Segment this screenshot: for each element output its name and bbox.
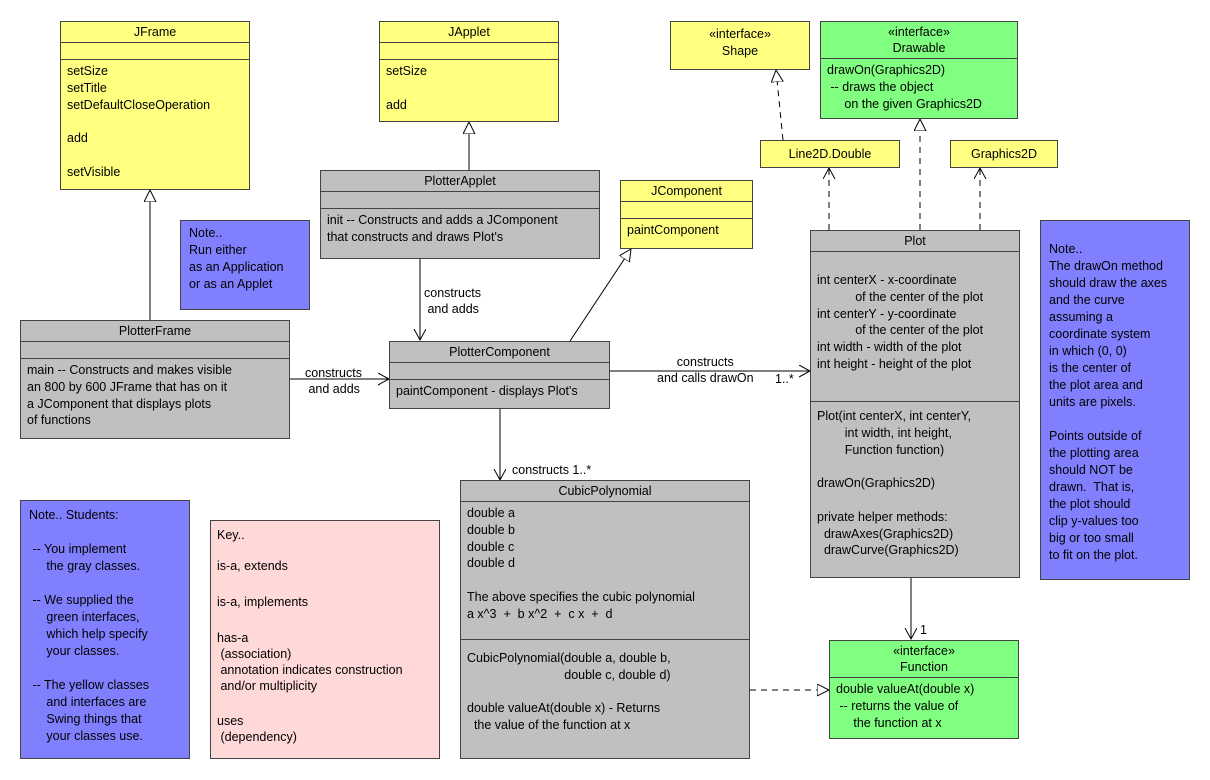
class-cubicpolynomial-methods: CubicPolynomial(double a, double b, doub… bbox=[467, 651, 671, 733]
class-cubicpolynomial[interactable]: CubicPolynomial double a double b double… bbox=[460, 480, 750, 759]
class-jcomponent-methods: paintComponent bbox=[627, 223, 719, 237]
label-component-constructs-cubic: constructs 1..* bbox=[512, 463, 592, 477]
class-plotterapplet-title: PlotterApplet bbox=[321, 171, 599, 192]
class-plotterapplet-methods: init -- Constructs and adds a JComponent… bbox=[327, 213, 558, 244]
key-implements-label: is-a, implements bbox=[217, 595, 308, 609]
interface-function-methods: double valueAt(double x) -- returns the … bbox=[836, 682, 975, 730]
class-plottercomponent-methods: paintComponent - displays Plot's bbox=[396, 384, 578, 398]
class-plotterapplet-attributes bbox=[321, 192, 599, 209]
edge-line2d-shape bbox=[776, 70, 783, 141]
key-extends-label: is-a, extends bbox=[217, 559, 288, 573]
interface-drawable-stereotype: «interface» bbox=[888, 25, 950, 39]
class-plottercomponent-title: PlotterComponent bbox=[390, 342, 609, 363]
class-jframe-methods: setSize setTitle setDefaultCloseOperatio… bbox=[67, 64, 211, 179]
class-japplet-methods: setSize add bbox=[386, 64, 427, 112]
class-jframe-attributes bbox=[61, 43, 249, 60]
class-graphics2d-title: Graphics2D bbox=[971, 147, 1037, 161]
label-applet-constructs: constructs and adds bbox=[424, 286, 481, 316]
interface-function-stereotype: «interface» bbox=[893, 644, 955, 658]
note-run-either: Note.. Run either as an Application or a… bbox=[180, 220, 310, 310]
class-cubicpolynomial-title: CubicPolynomial bbox=[461, 481, 749, 502]
class-jcomponent[interactable]: JComponent paintComponent bbox=[620, 180, 753, 249]
class-plot-title: Plot bbox=[811, 231, 1019, 252]
class-plotterframe[interactable]: PlotterFrame main -- Constructs and make… bbox=[20, 320, 290, 439]
class-plotterframe-methods: main -- Constructs and makes visible an … bbox=[27, 363, 232, 428]
class-jframe[interactable]: JFrame setSize setTitle setDefaultCloseO… bbox=[60, 21, 250, 190]
class-japplet-attributes bbox=[380, 43, 558, 60]
class-plotterapplet[interactable]: PlotterApplet init -- Constructs and add… bbox=[320, 170, 600, 259]
class-jframe-title: JFrame bbox=[61, 22, 249, 43]
class-plottercomponent-attributes bbox=[390, 363, 609, 380]
interface-shape-stereotype: «interface» bbox=[709, 27, 771, 41]
class-plot-fields: int centerX - x-coordinate of the center… bbox=[811, 252, 1019, 402]
key-hasa-label: has-a (association) annotation indicates… bbox=[217, 631, 403, 693]
note-drawon: Note.. The drawOn method should draw the… bbox=[1040, 220, 1190, 580]
class-line2d-double-title: Line2D.Double bbox=[788, 147, 872, 161]
interface-function[interactable]: «interface» Function double valueAt(doub… bbox=[829, 640, 1019, 739]
class-graphics2d[interactable]: Graphics2D bbox=[950, 140, 1058, 168]
class-plotterframe-title: PlotterFrame bbox=[21, 321, 289, 342]
interface-shape-title: Shape bbox=[721, 44, 759, 58]
interface-drawable-title: Drawable bbox=[892, 41, 946, 55]
label-plot-multiplicity: 1..* bbox=[775, 372, 794, 386]
class-plot[interactable]: Plot int centerX - x-coordinate of the c… bbox=[810, 230, 1020, 578]
key-title: Key.. bbox=[217, 528, 245, 542]
class-japplet-title: JApplet bbox=[380, 22, 558, 43]
class-plot-methods: Plot(int centerX, int centerY, int width… bbox=[817, 409, 972, 558]
interface-shape[interactable]: «interface» Shape bbox=[670, 21, 810, 70]
class-japplet[interactable]: JApplet setSize add bbox=[379, 21, 559, 122]
class-jcomponent-title: JComponent bbox=[621, 181, 752, 202]
label-function-multiplicity: 1 bbox=[920, 623, 927, 637]
edge-plottercomponent-jcomponent bbox=[569, 249, 631, 342]
interface-drawable-methods: drawOn(Graphics2D) -- draws the object o… bbox=[827, 63, 982, 111]
class-plottercomponent[interactable]: PlotterComponent paintComponent - displa… bbox=[389, 341, 610, 409]
interface-function-title: Function bbox=[900, 660, 948, 674]
key-legend: Key.. is-a, extends is-a, implements has… bbox=[210, 520, 440, 759]
interface-drawable[interactable]: «interface» Drawable drawOn(Graphics2D) … bbox=[820, 21, 1018, 119]
label-component-constructs-plot: constructs and calls drawOn bbox=[657, 355, 754, 385]
class-plotterframe-attributes bbox=[21, 342, 289, 359]
label-frame-constructs: constructs and adds bbox=[305, 366, 362, 396]
class-cubicpolynomial-fields: double a double b double c double d The … bbox=[461, 502, 749, 640]
key-uses-label: uses (dependency) bbox=[217, 714, 297, 744]
class-jcomponent-attributes bbox=[621, 202, 752, 219]
note-students: Note.. Students: -- You implement the gr… bbox=[20, 500, 190, 759]
class-line2d-double[interactable]: Line2D.Double bbox=[760, 140, 900, 168]
